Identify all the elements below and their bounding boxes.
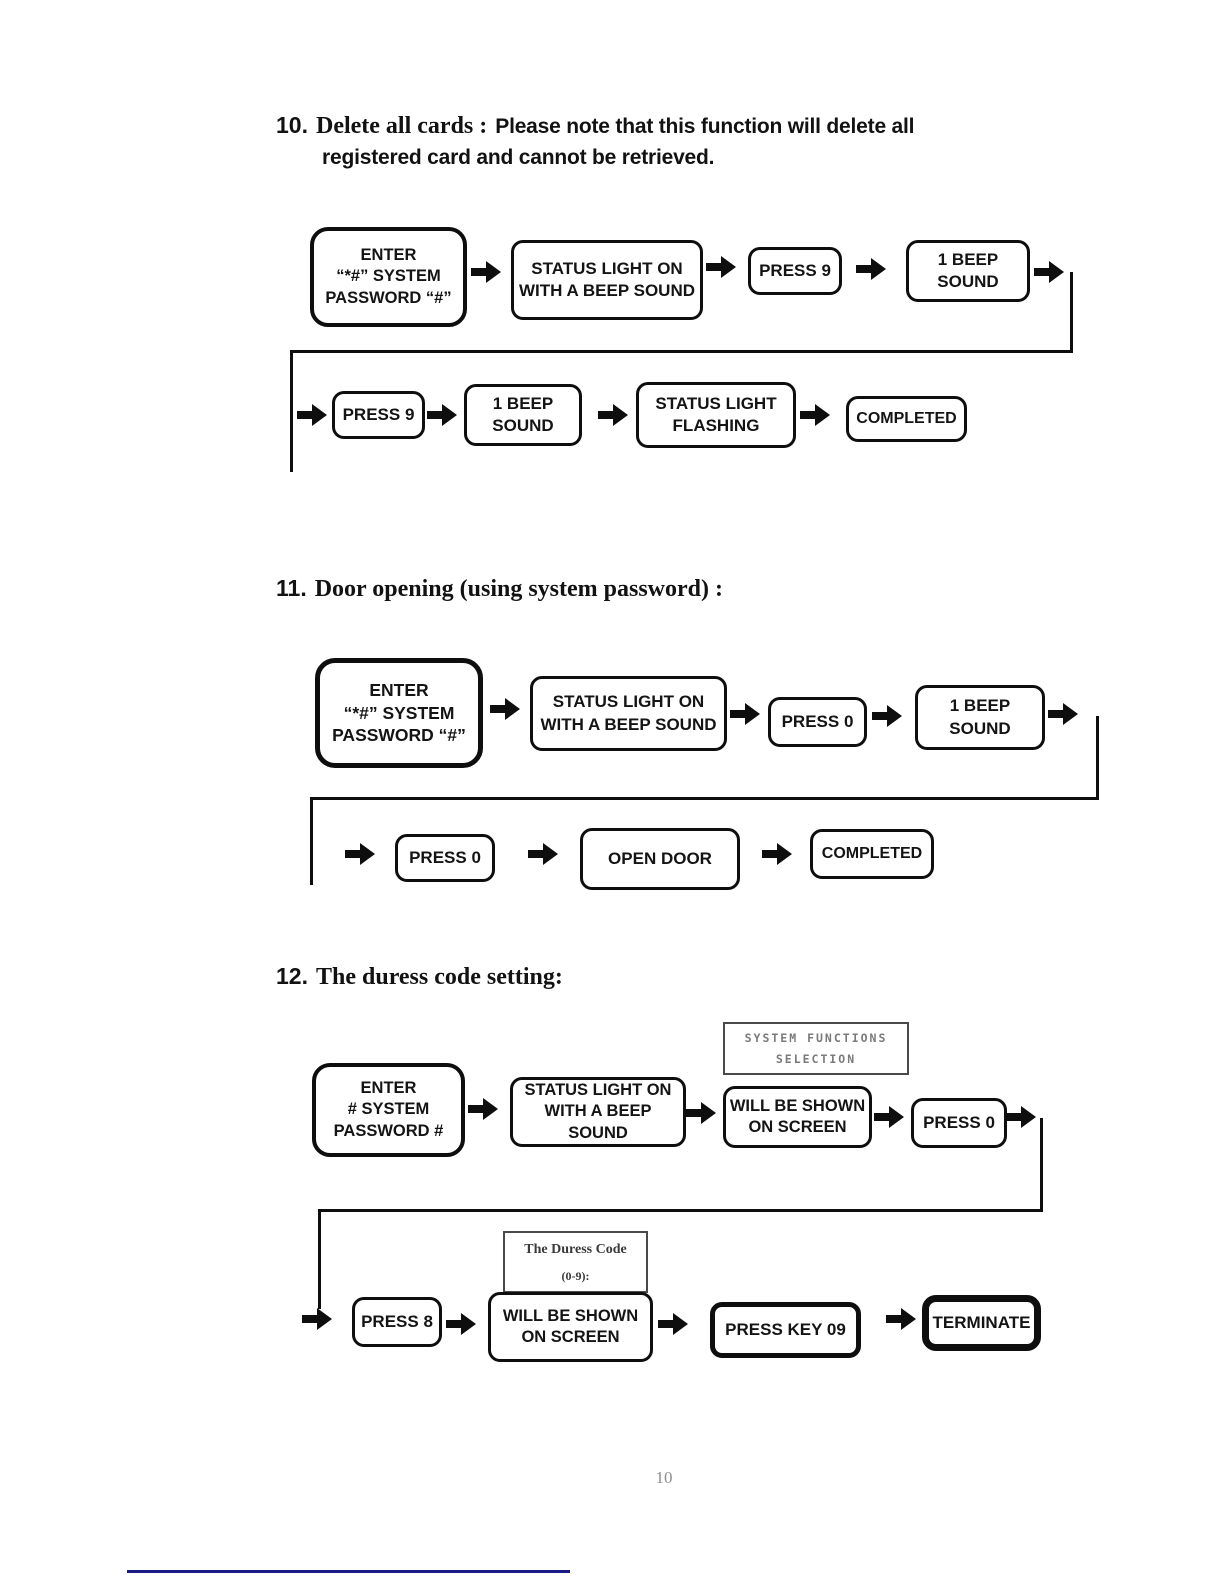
flow-box-open-door: OPEN DOOR [580,828,740,890]
flow-box-enter-system-password: ENTER “*#” SYSTEM PASSWORD “#” [315,658,483,768]
section-10-heading: 10. Delete all cards : Please note that th… [276,112,915,170]
flow-box-status-light-on: STATUS LIGHT ON WITH A BEEP SOUND [510,1077,686,1147]
arrow-right-icon [1006,1106,1036,1128]
arrow-right-icon [345,843,375,865]
arrow-right-icon [762,843,792,865]
flow-connector-line [310,797,1099,800]
flow-box-press-9: PRESS 9 [332,391,425,439]
flow-connector-line [290,350,1073,353]
heading-note: Please note that this function will dele… [495,115,915,138]
arrow-right-icon [856,258,886,280]
arrow-right-icon [427,404,457,426]
flow-box-status-light-on: STATUS LIGHT ON WITH A BEEP SOUND [511,240,703,320]
flow-connector-line [318,1209,1043,1212]
heading-note-line2: registered card and cannot be retrieved. [322,146,715,169]
flow-box-press-0: PRESS 0 [911,1098,1007,1148]
arrow-right-icon [471,261,501,283]
flow-connector-line [1096,716,1099,800]
heading-title: The duress code setting: [315,964,563,990]
flow-box-press-0: PRESS 0 [768,697,867,747]
arrow-right-icon [886,1308,916,1330]
arrow-right-icon [598,404,628,426]
section-number: 12. [276,963,308,989]
flow-box-1-beep-sound: 1 BEEP SOUND [464,384,582,446]
footer-rule [127,1570,570,1573]
flow-connector-line [318,1209,321,1309]
arrow-right-icon [658,1313,688,1335]
flow-box-enter-system-password: ENTER # SYSTEM PASSWORD # [312,1063,465,1157]
arrow-right-icon [446,1313,476,1335]
section-number: 11. [276,575,307,601]
arrow-right-icon [686,1102,716,1124]
flow-box-1-beep-sound: 1 BEEP SOUND [906,240,1030,302]
arrow-right-icon [1048,703,1078,725]
section-12-heading: 12. The duress code setting: [276,963,571,991]
section-11-heading: 11. Door opening (using system password) … [276,575,731,603]
arrow-right-icon [730,703,760,725]
flow-box-press-key-09: PRESS KEY 09 [710,1302,861,1358]
arrow-right-icon [800,404,830,426]
section-number: 10. [276,112,308,138]
arrow-right-icon [1034,261,1064,283]
flow-box-will-be-shown-on-screen: WILL BE SHOWN ON SCREEN [488,1292,653,1362]
arrow-right-icon [872,705,902,727]
flow-connector-line [1070,272,1073,353]
arrow-right-icon [874,1106,904,1128]
note-duress-code: The Duress Code (0-9): [503,1231,648,1293]
flow-box-completed: COMPLETED [846,396,967,442]
flow-box-enter-system-password: ENTER “*#” SYSTEM PASSWORD “#” [310,227,467,327]
flow-box-will-be-shown-on-screen: WILL BE SHOWN ON SCREEN [723,1086,872,1148]
heading-title: Delete all cards : [315,113,488,139]
flow-connector-line [290,350,293,472]
arrow-right-icon [528,843,558,865]
flow-connector-line [1040,1118,1043,1212]
arrow-right-icon [490,698,520,720]
flow-box-completed: COMPLETED [810,829,934,879]
flow-box-press-9: PRESS 9 [748,247,842,295]
arrow-right-icon [706,256,736,278]
flow-box-press-8: PRESS 8 [352,1297,442,1347]
arrow-right-icon [302,1308,332,1330]
heading-title: Door opening (using system password) : [314,576,723,602]
flow-box-terminate: TERMINATE [922,1295,1041,1351]
note-system-functions-selection: SYSTEM FUNCTIONS SELECTION [723,1022,909,1075]
flow-box-status-light-flashing: STATUS LIGHT FLASHING [636,382,796,448]
arrow-right-icon [468,1098,498,1120]
flow-box-status-light-on: STATUS LIGHT ON WITH A BEEP SOUND [530,676,727,751]
flow-connector-line [310,797,313,885]
flow-box-press-0: PRESS 0 [395,834,495,882]
flow-box-1-beep-sound: 1 BEEP SOUND [915,685,1045,750]
page-number: 10 [655,1468,673,1487]
arrow-right-icon [297,404,327,426]
